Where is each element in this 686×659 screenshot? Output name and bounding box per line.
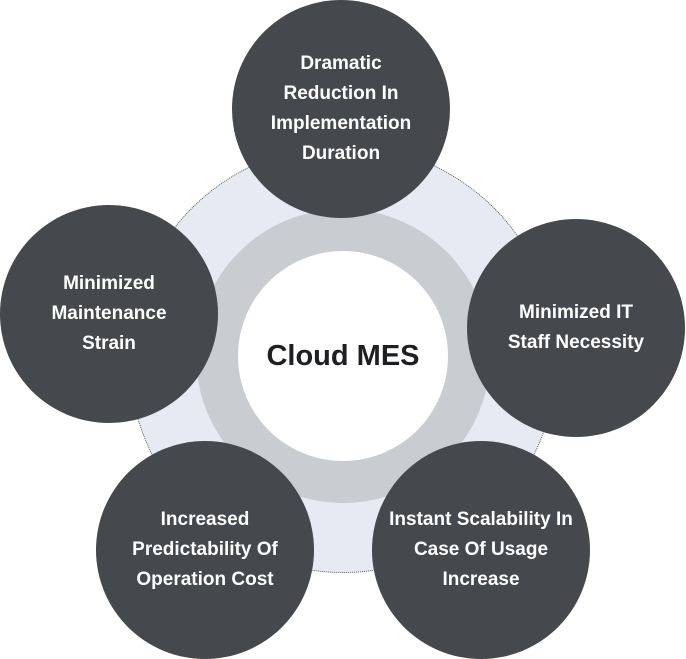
benefit-label: Dramatic Reduction In Implementation Dur…	[270, 53, 412, 164]
benefit-label: Increased Predictability Of Operation Co…	[132, 509, 278, 590]
benefit-node-maintenance: Minimized Maintenance Strain	[0, 205, 218, 423]
benefit-node-operation-cost: Increased Predictability Of Operation Co…	[96, 441, 314, 659]
benefit-node-it-staff: Minimized IT Staff Necessity	[467, 219, 685, 437]
center-hub: Cloud MES	[238, 251, 448, 461]
benefit-label: Minimized Maintenance Strain	[51, 273, 167, 354]
benefit-label: Minimized IT Staff Necessity	[507, 302, 645, 353]
benefit-label: Instant Scalability In Case Of Usage Inc…	[389, 509, 573, 590]
benefit-node-scalability: Instant Scalability In Case Of Usage Inc…	[372, 441, 590, 659]
benefit-node-implementation-duration: Dramatic Reduction In Implementation Dur…	[232, 0, 450, 218]
center-label: Cloud MES	[266, 340, 420, 372]
